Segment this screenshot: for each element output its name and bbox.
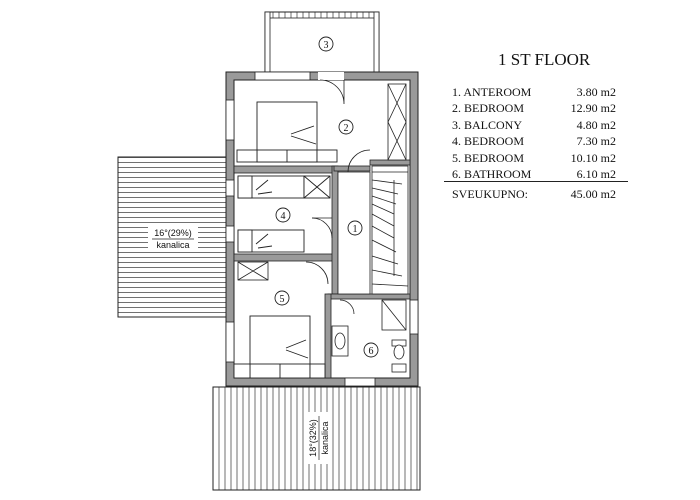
legend-room-area: 12.90 m2 bbox=[570, 101, 616, 116]
legend-row: 1. ANTEROOM 3.80 m2 bbox=[452, 84, 616, 100]
legend-room-name: 6. BATHROOM bbox=[452, 166, 532, 181]
roof-bottom-slope: 18°(32%) bbox=[308, 419, 318, 457]
room-6-marker bbox=[363, 342, 379, 358]
room-4-number: 4 bbox=[281, 211, 286, 222]
outer-walls bbox=[225, 71, 419, 387]
legend-room-area: 4.80 m2 bbox=[576, 117, 616, 132]
room-3-number: 3 bbox=[324, 40, 329, 51]
roof-bottom-label: 18°(32%) kanalica bbox=[306, 412, 330, 464]
room-4-marker bbox=[275, 207, 291, 223]
legend-room-area: 7.30 m2 bbox=[576, 134, 616, 149]
legend-room-name: 3. BALCONY bbox=[452, 117, 523, 132]
legend-room-name: 2. BEDROOM bbox=[452, 101, 525, 116]
legend-divider bbox=[444, 181, 628, 182]
total-area: 45.00 m2 bbox=[570, 187, 616, 201]
room-5-number: 5 bbox=[280, 294, 285, 305]
legend-room-area: 10.10 m2 bbox=[570, 150, 616, 165]
room-legend: 1. ANTEROOM 3.80 m2 2. BEDROOM 12.90 m2 … bbox=[452, 84, 616, 182]
legend-row: 3. BALCONY 4.80 m2 bbox=[452, 117, 616, 133]
stairs bbox=[371, 165, 409, 295]
room-3-marker bbox=[318, 36, 334, 52]
roof-left-slope: 16°(29%) bbox=[154, 228, 192, 238]
legend-room-name: 5. BEDROOM bbox=[452, 150, 525, 165]
legend-room-area: 6.10 m2 bbox=[576, 166, 616, 181]
total-label: SVEUKUPNO: bbox=[452, 187, 529, 201]
roof-left-gutter: kanalica bbox=[156, 240, 189, 250]
legend-row: 6. BATHROOM 6.10 m2 bbox=[452, 166, 616, 182]
bathroom-fixtures bbox=[331, 299, 407, 373]
bed-room-5 bbox=[233, 315, 326, 379]
floor-title: 1 ST FLOOR bbox=[498, 50, 591, 69]
bed-room-2 bbox=[236, 101, 338, 163]
room-5-marker bbox=[274, 290, 290, 306]
room-1-marker bbox=[347, 220, 363, 236]
legend-total: SVEUKUPNO: 45.00 m2 bbox=[452, 187, 616, 202]
room-6-number: 6 bbox=[369, 346, 374, 357]
room-labels: 3 2 4 1 5 6 bbox=[274, 36, 379, 358]
legend-row: 2. BEDROOM 12.90 m2 bbox=[452, 100, 616, 116]
roof-bottom-gutter: kanalica bbox=[320, 421, 330, 454]
legend-row: 5. BEDROOM 10.10 m2 bbox=[452, 150, 616, 166]
room-2-number: 2 bbox=[344, 123, 349, 134]
room-2-marker bbox=[338, 119, 354, 135]
room-1-number: 1 bbox=[353, 224, 358, 235]
wardrobe-room-5 bbox=[237, 261, 329, 285]
door-room-4 bbox=[311, 217, 333, 239]
wardrobe-room-2 bbox=[387, 83, 407, 161]
balcony bbox=[264, 11, 380, 73]
legend-row: 4. BEDROOM 7.30 m2 bbox=[452, 133, 616, 149]
legend-room-name: 4. BEDROOM bbox=[452, 134, 525, 149]
door-room-2 bbox=[319, 79, 371, 173]
legend-room-area: 3.80 m2 bbox=[576, 85, 616, 99]
roof-left-label: 16°(29%) kanalica bbox=[148, 226, 198, 250]
beds-room-4 bbox=[237, 175, 331, 253]
legend-room-name: 1. ANTEROOM bbox=[452, 85, 532, 99]
